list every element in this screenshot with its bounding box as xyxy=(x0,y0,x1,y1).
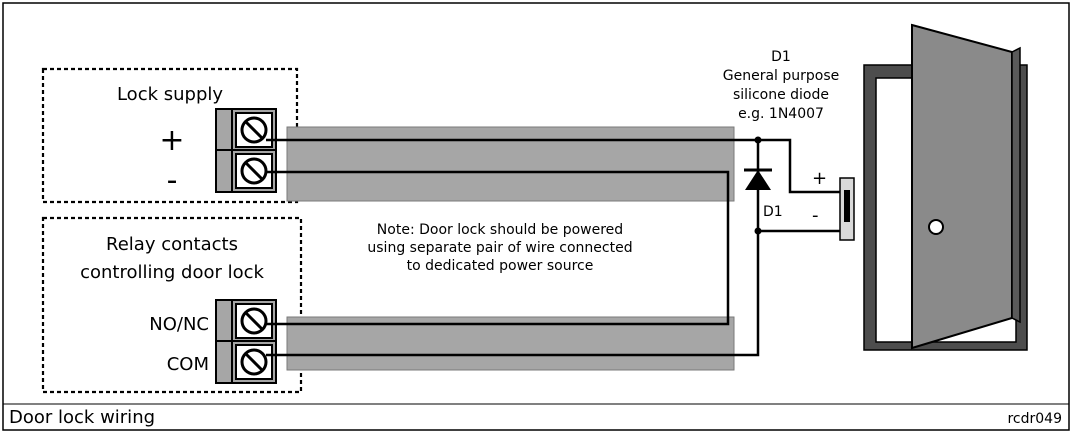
relay-contacts-box xyxy=(41,216,303,394)
relay-terminal-1-label: NO/NC xyxy=(149,314,209,335)
diode-label: D1 xyxy=(763,204,783,220)
diode-desc-line1: General purpose xyxy=(723,68,840,84)
note-line3: to dedicated power source xyxy=(407,258,594,274)
junction-dot xyxy=(754,136,762,144)
lock-plus-label: + xyxy=(812,168,827,189)
junction-dot xyxy=(754,227,762,235)
screw-icon xyxy=(240,116,268,144)
note-line2: using separate pair of wire connected xyxy=(367,240,632,256)
screw-icon xyxy=(240,348,268,376)
door-icon xyxy=(863,23,1028,351)
diode-desc-line3: e.g. 1N4007 xyxy=(738,106,824,122)
screw-icon xyxy=(240,307,268,335)
screw-icon xyxy=(240,157,268,185)
figure-id: rcdr049 xyxy=(1007,411,1062,427)
door-lock-icon xyxy=(839,177,855,241)
supply-plus-wire xyxy=(266,138,840,194)
diode-desc-line2: silicone diode xyxy=(733,87,829,103)
relay-cable xyxy=(286,316,735,371)
lock-supply-title: Lock supply xyxy=(117,84,223,105)
caption: Door lock wiring xyxy=(9,407,155,428)
lock-minus-label: - xyxy=(812,205,819,226)
supply-minus-to-relay-wire xyxy=(266,170,730,326)
note-line1: Note: Door lock should be powered xyxy=(377,222,623,238)
lock-supply-plus-label: + xyxy=(159,123,184,158)
diode-icon xyxy=(744,168,772,190)
door-handle-icon xyxy=(928,219,944,235)
relay-terminal-2-label: COM xyxy=(167,354,209,375)
relay-com-to-lock-wire xyxy=(266,229,840,357)
relay-title-line2: controlling door lock xyxy=(80,262,264,283)
lock-supply-box xyxy=(41,67,299,204)
relay-title-line1: Relay contacts xyxy=(106,234,238,255)
supply-cable xyxy=(286,126,735,202)
lock-supply-minus-label: - xyxy=(167,163,178,198)
diode-designator: D1 xyxy=(771,49,791,65)
